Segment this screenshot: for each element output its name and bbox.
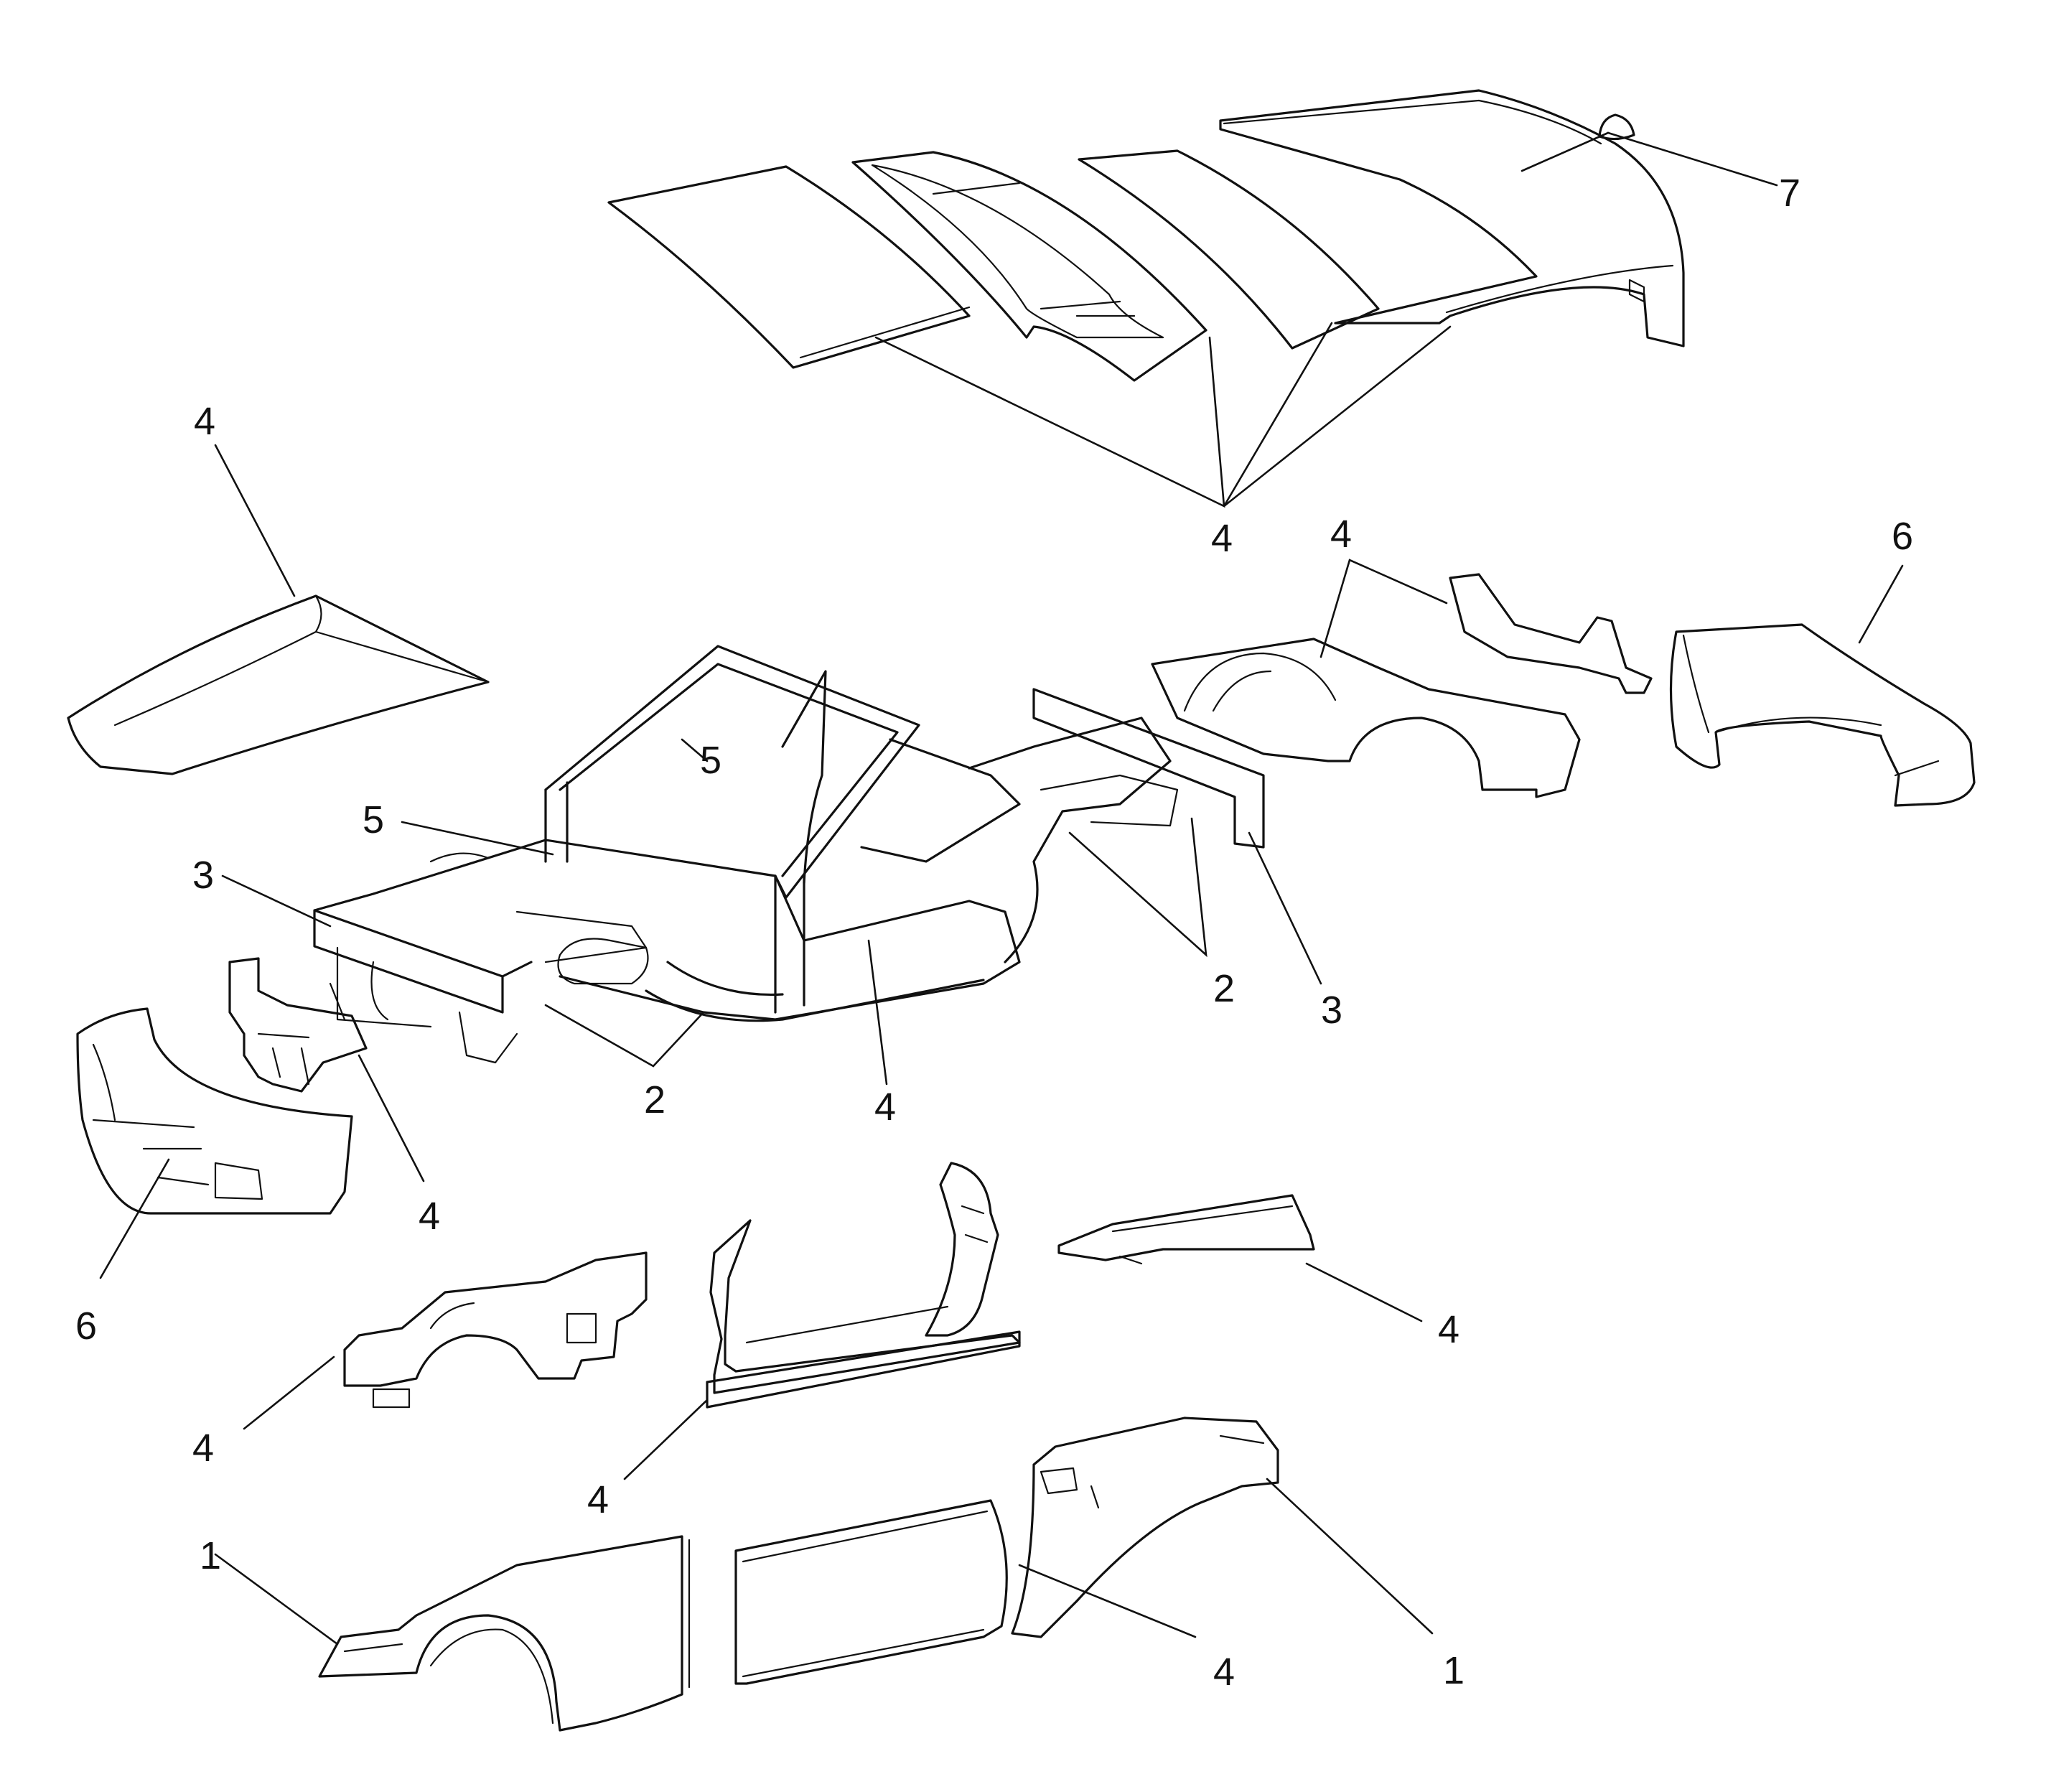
callout-roof-4: 4 bbox=[1211, 517, 1233, 560]
callout-front-fender-1: 1 bbox=[200, 1534, 221, 1577]
front-fender bbox=[318, 1535, 691, 1732]
front-bracket bbox=[228, 957, 368, 1093]
frame-rear-section bbox=[968, 717, 1172, 963]
roof-panel-2-glass bbox=[871, 164, 1164, 339]
frame-front-rails bbox=[336, 852, 648, 1028]
rear-upper-panel bbox=[1057, 1194, 1315, 1265]
roof-panel-2 bbox=[851, 151, 1207, 382]
frame-windshield bbox=[544, 645, 920, 899]
front-fascia bbox=[76, 1007, 353, 1215]
callout-frame-3-left: 3 bbox=[192, 854, 214, 897]
roof-panel-3 bbox=[1078, 149, 1380, 350]
rear-fascia bbox=[1669, 623, 1976, 807]
leader-lines bbox=[99, 131, 1904, 1646]
frame-assembly bbox=[313, 645, 1265, 1064]
callouts: 7 4 4 4 6 5 5 3 2 3 2 4 4 6 4 4 4 1 4 1 bbox=[75, 172, 1913, 1694]
rear-upper-rail bbox=[1449, 573, 1653, 694]
frame-rails bbox=[372, 839, 1021, 1021]
callout-rear-inner-4: 4 bbox=[1330, 513, 1352, 556]
door-panel bbox=[734, 1499, 1008, 1685]
roof-panel-1-edge bbox=[799, 306, 971, 359]
callout-front-inner-4: 4 bbox=[192, 1427, 214, 1470]
rear-wheelhouse bbox=[1151, 638, 1581, 798]
frame-side-rail bbox=[645, 961, 985, 1022]
callout-door-4: 4 bbox=[1213, 1651, 1235, 1694]
callout-frame-3-right: 3 bbox=[1321, 989, 1342, 1032]
callout-hood-4: 4 bbox=[194, 400, 215, 443]
callout-frame-5b: 5 bbox=[363, 798, 384, 841]
frame-front-crossmember bbox=[313, 892, 533, 1014]
roof-bracket bbox=[1628, 279, 1645, 303]
callout-front-bracket-4: 4 bbox=[419, 1195, 440, 1238]
rocker-door-frame bbox=[706, 1162, 1021, 1409]
rear-inner-panels bbox=[1151, 573, 1653, 798]
rear-wheelhouse-arch bbox=[1183, 652, 1337, 712]
roof-panel-4-edge bbox=[1223, 99, 1674, 314]
callout-rear-upper-4: 4 bbox=[1438, 1308, 1459, 1351]
frame-cross-brace bbox=[860, 738, 1021, 863]
frame-rear-crossmember bbox=[1032, 688, 1265, 849]
callout-rocker-4: 4 bbox=[587, 1478, 609, 1521]
frame-rear-rail bbox=[1040, 774, 1179, 827]
roof-panel-group bbox=[607, 89, 1685, 382]
callout-frame-4-floor: 4 bbox=[874, 1086, 896, 1129]
callout-front-fascia-6: 6 bbox=[75, 1305, 97, 1348]
callout-frame-5a: 5 bbox=[700, 739, 721, 782]
callout-frame-2-right: 2 bbox=[1213, 967, 1235, 1010]
callout-rear-quarter-1: 1 bbox=[1443, 1649, 1465, 1692]
callout-roof-7: 7 bbox=[1779, 172, 1800, 215]
front-inner-wheelhouse bbox=[343, 1251, 648, 1409]
frame-b-pillar bbox=[781, 670, 827, 885]
hood bbox=[67, 594, 490, 775]
roof-panel-1 bbox=[607, 165, 971, 369]
rear-quarter-panel bbox=[1011, 1417, 1279, 1638]
frame-a-pillar bbox=[544, 781, 805, 1014]
roof-panel-2-frame bbox=[932, 182, 1136, 317]
roof-antenna bbox=[1598, 113, 1635, 141]
roof-panel-4 bbox=[1219, 89, 1685, 347]
callout-rear-fascia-6: 6 bbox=[1892, 515, 1913, 558]
callout-frame-2-left: 2 bbox=[644, 1078, 665, 1121]
frame-engine-mount bbox=[557, 938, 649, 985]
